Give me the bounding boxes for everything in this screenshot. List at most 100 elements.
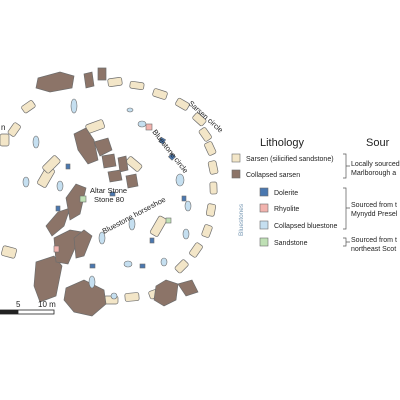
rhyolite-stone <box>53 245 60 253</box>
sarsen-stone <box>207 160 219 175</box>
collapsed-bluestone <box>126 107 134 113</box>
collapsed-bluestone <box>184 200 192 212</box>
collapsed-bluestone <box>123 260 133 268</box>
collapsed-sarsen <box>97 67 107 81</box>
stone-80-label: Stone 80 <box>94 195 124 204</box>
sarsen-stone <box>175 97 190 111</box>
collapsed-sarsen <box>177 279 199 297</box>
legend-source-sarsen-2: Marlborough a <box>351 170 396 177</box>
collapsed-bluestone <box>56 180 64 192</box>
legend-bracket-sandstone <box>343 237 350 247</box>
altar-stone-label: Altar Stone <box>90 186 127 195</box>
dolerite-stone <box>181 195 187 202</box>
dolerite-stone <box>89 263 96 269</box>
dolerite-stone <box>109 191 116 197</box>
collapsed-bluestone <box>98 231 106 245</box>
sarsen-stone <box>174 259 189 274</box>
collapsed-sarsen <box>83 71 95 89</box>
legend-source-sandstone-1: Sourced from t <box>351 237 397 244</box>
legend-lithology-title: Lithology <box>260 137 305 149</box>
sarsen-stone <box>0 133 10 147</box>
legend-label-collapsed-bluestone: Collapsed bluestone <box>274 223 338 230</box>
collapsed-sarsen-stones <box>33 67 199 317</box>
legend-swatch-rhyolite <box>259 203 269 213</box>
dolerite-stone <box>65 163 71 170</box>
sandstone-stone <box>165 217 172 224</box>
collapsed-sarsen <box>63 279 107 317</box>
sarsen-stone <box>107 76 123 88</box>
legend-swatch-sarsen <box>231 153 241 163</box>
collapsed-bluestone <box>182 228 190 240</box>
collapsed-bluestone <box>128 217 136 231</box>
collapsed-sarsen <box>33 255 63 303</box>
dolerite-stone <box>149 237 155 244</box>
legend-swatch-collapsed-sarsen <box>231 169 241 179</box>
sarsen-stone <box>124 292 140 302</box>
legend-source-title: Sour <box>366 137 390 149</box>
sarsen-stone <box>209 181 218 195</box>
legend: Lithology Sour Sarsen (silicified sandst… <box>231 137 400 253</box>
collapsed-sarsen <box>93 137 113 157</box>
sarsen-stone <box>21 100 36 114</box>
sarsen-stone <box>201 224 213 238</box>
legend-group-bluestones: Bluestones <box>238 203 245 236</box>
collapsed-sarsen <box>107 169 123 183</box>
collapsed-sarsen <box>153 279 179 307</box>
dolerite-stone <box>158 136 167 145</box>
sarsen-stone <box>129 80 145 91</box>
collapsed-bluestone <box>160 257 168 267</box>
collapsed-sarsen <box>73 127 99 165</box>
scale-bar: 5 10 m <box>0 300 56 315</box>
sarsen-stone <box>189 242 203 258</box>
collapsed-sarsen <box>117 155 129 173</box>
legend-swatch-collapsed-bluestone <box>259 220 269 230</box>
legend-label-sandstone: Sandstone <box>274 240 308 247</box>
scale-tick-5: 5 <box>16 300 21 309</box>
legend-label-collapsed-sarsen: Collapsed sarsen <box>246 172 300 179</box>
collapsed-bluestone <box>22 176 30 188</box>
left-edge-label: n <box>1 123 5 132</box>
sarsen-stone <box>1 245 17 259</box>
sarsen-stone <box>149 215 167 237</box>
legend-swatch-dolerite <box>259 187 269 197</box>
collapsed-sarsen <box>125 173 139 189</box>
scale-tick-10: 10 m <box>38 300 56 309</box>
legend-bracket-sarsen <box>343 153 350 179</box>
legend-source-bluestone-1: Sourced from t <box>351 202 397 209</box>
legend-label-rhyolite: Rhyolite <box>274 206 299 213</box>
collapsed-bluestone <box>32 135 40 149</box>
collapsed-sarsen <box>45 207 71 237</box>
collapsed-bluestone <box>175 173 185 187</box>
legend-label-sarsen: Sarsen (silicified sandstone) <box>246 156 334 163</box>
sandstone-stone <box>79 195 87 203</box>
collapsed-sarsen <box>73 229 93 259</box>
rhyolite-stone <box>145 123 153 131</box>
legend-label-dolerite: Dolerite <box>274 190 298 197</box>
legend-swatch-sandstone <box>259 237 269 247</box>
legend-source-sarsen-1: Locally sourced <box>351 161 400 168</box>
collapsed-bluestone <box>88 275 96 289</box>
sarsen-stone <box>42 155 61 174</box>
sarsen-stone <box>125 156 143 172</box>
bluestones <box>22 98 192 300</box>
sarsen-stone <box>204 141 217 156</box>
legend-source-bluestone-2: Mynydd Presel <box>351 211 398 218</box>
collapsed-bluestone <box>110 292 118 300</box>
collapsed-bluestone <box>137 120 147 128</box>
legend-source-sandstone-2: northeast Scot <box>351 246 396 253</box>
sarsen-stone <box>7 122 21 137</box>
dolerite-stone <box>139 263 146 269</box>
collapsed-sarsen <box>35 71 75 93</box>
sarsen-circle-stones <box>0 76 219 305</box>
sarsen-stone <box>192 112 207 127</box>
sarsen-stone <box>152 88 168 100</box>
collapsed-bluestone <box>70 98 78 114</box>
dolerite-stone <box>55 205 61 212</box>
dolerite-stone <box>168 152 176 161</box>
legend-bracket-bluestone <box>343 187 350 230</box>
bluestone-circle-label: Bluestone circle <box>150 128 190 175</box>
sarsen-stone <box>198 127 212 142</box>
collapsed-sarsen <box>101 153 117 169</box>
